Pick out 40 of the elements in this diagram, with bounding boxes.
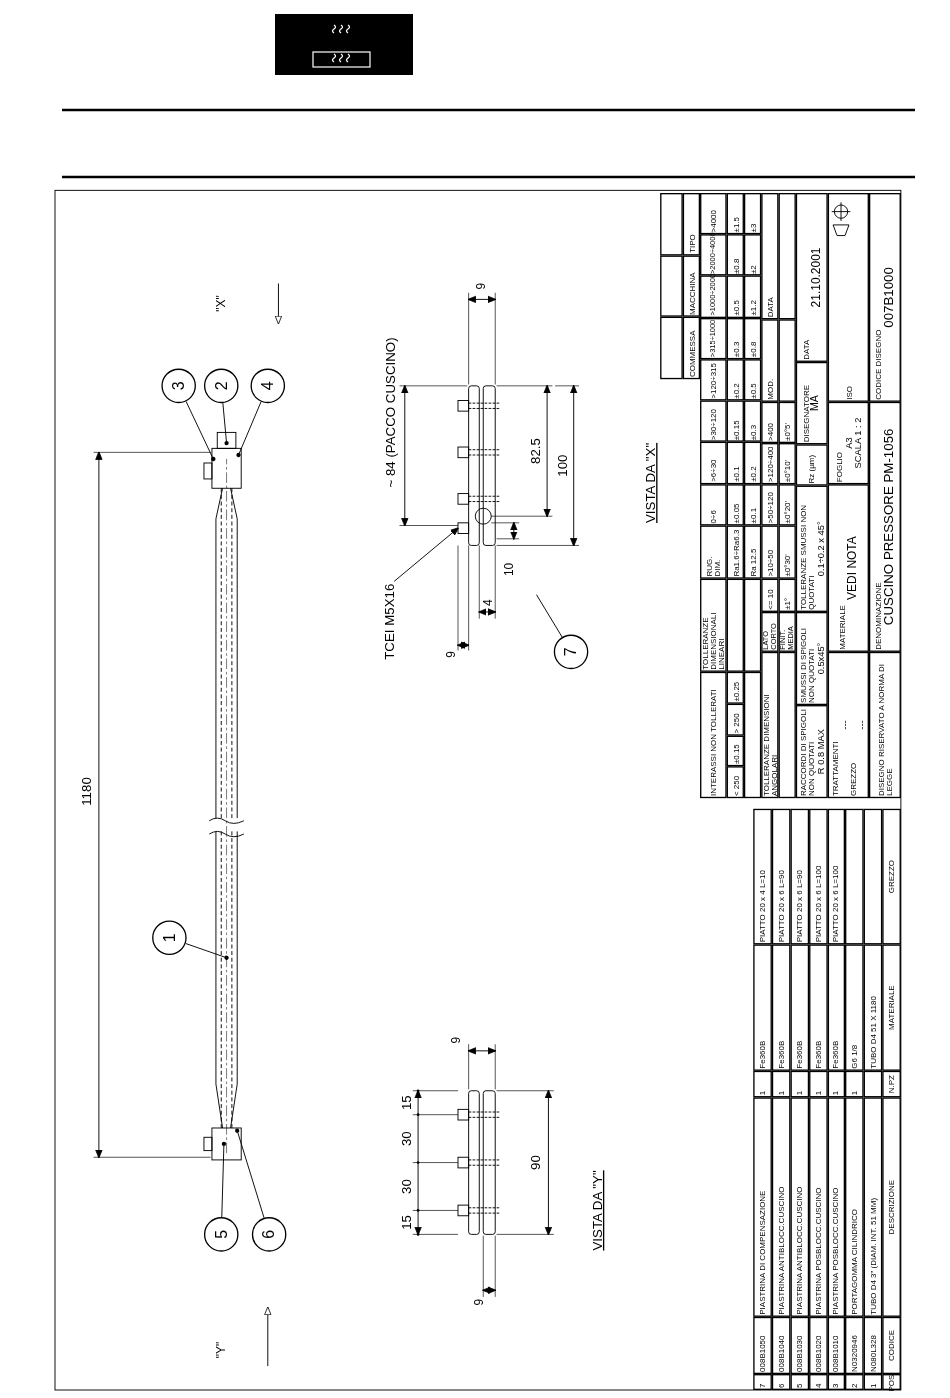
dimension-text: 30 — [400, 1131, 415, 1147]
field-value: 21.10.2001 — [809, 247, 822, 308]
dimension-text: 30 — [400, 1179, 415, 1194]
dimension-text: 15 — [400, 1095, 415, 1111]
field-value: MA — [810, 395, 822, 412]
dimension-text: 1180 — [80, 777, 94, 806]
dimension-text: 4 — [482, 599, 495, 606]
field-value: --- — [839, 720, 849, 730]
callout-number: 6 — [251, 1217, 287, 1252]
field-value: CUSCINO PRESSORE PM-1056 — [882, 428, 896, 626]
view-letter: "X" — [215, 295, 228, 312]
leader-line — [536, 594, 563, 638]
note-text: ~ 84 (PACCO CUSCINO) — [384, 337, 399, 488]
field-value: SCALA 1 : 2 — [852, 417, 862, 469]
dimension-text: 15 — [400, 1215, 415, 1230]
callout-number: 4 — [250, 368, 286, 404]
field-value: 0.1÷0.2 x 45° — [815, 521, 825, 577]
view-title: VISTA DA "Y" — [591, 1170, 605, 1251]
dimension-text: 9 — [445, 651, 458, 658]
callout-number: 7 — [553, 634, 589, 670]
dimension-text: 9 — [473, 1298, 486, 1306]
callout-number: 2 — [203, 368, 239, 404]
field-value: 007B1000 — [882, 267, 896, 328]
dimension-text: 82.5 — [529, 438, 544, 464]
field-value: 0.5x45° — [815, 642, 825, 675]
field-value: --- — [856, 720, 866, 730]
dimension-text: 90 — [529, 1155, 544, 1170]
field-value: A3 — [843, 437, 853, 449]
dimension-text: 10 — [503, 562, 516, 577]
field-value: VEDI NOTA — [846, 536, 859, 600]
view-letter: "Y" — [215, 1341, 228, 1359]
dimension-text: 9 — [450, 1036, 463, 1044]
callout-number: 3 — [161, 368, 196, 404]
dimension-text: 100 — [556, 454, 570, 477]
view-title: VISTA DA "X" — [644, 442, 658, 524]
callout-number: 5 — [203, 1217, 239, 1252]
field-value: R 0.8 MAX — [815, 729, 825, 775]
callout-number: 1 — [152, 920, 187, 956]
callout-text: TCEI M5X16 — [383, 583, 397, 660]
dimension-text: 9 — [475, 282, 488, 290]
